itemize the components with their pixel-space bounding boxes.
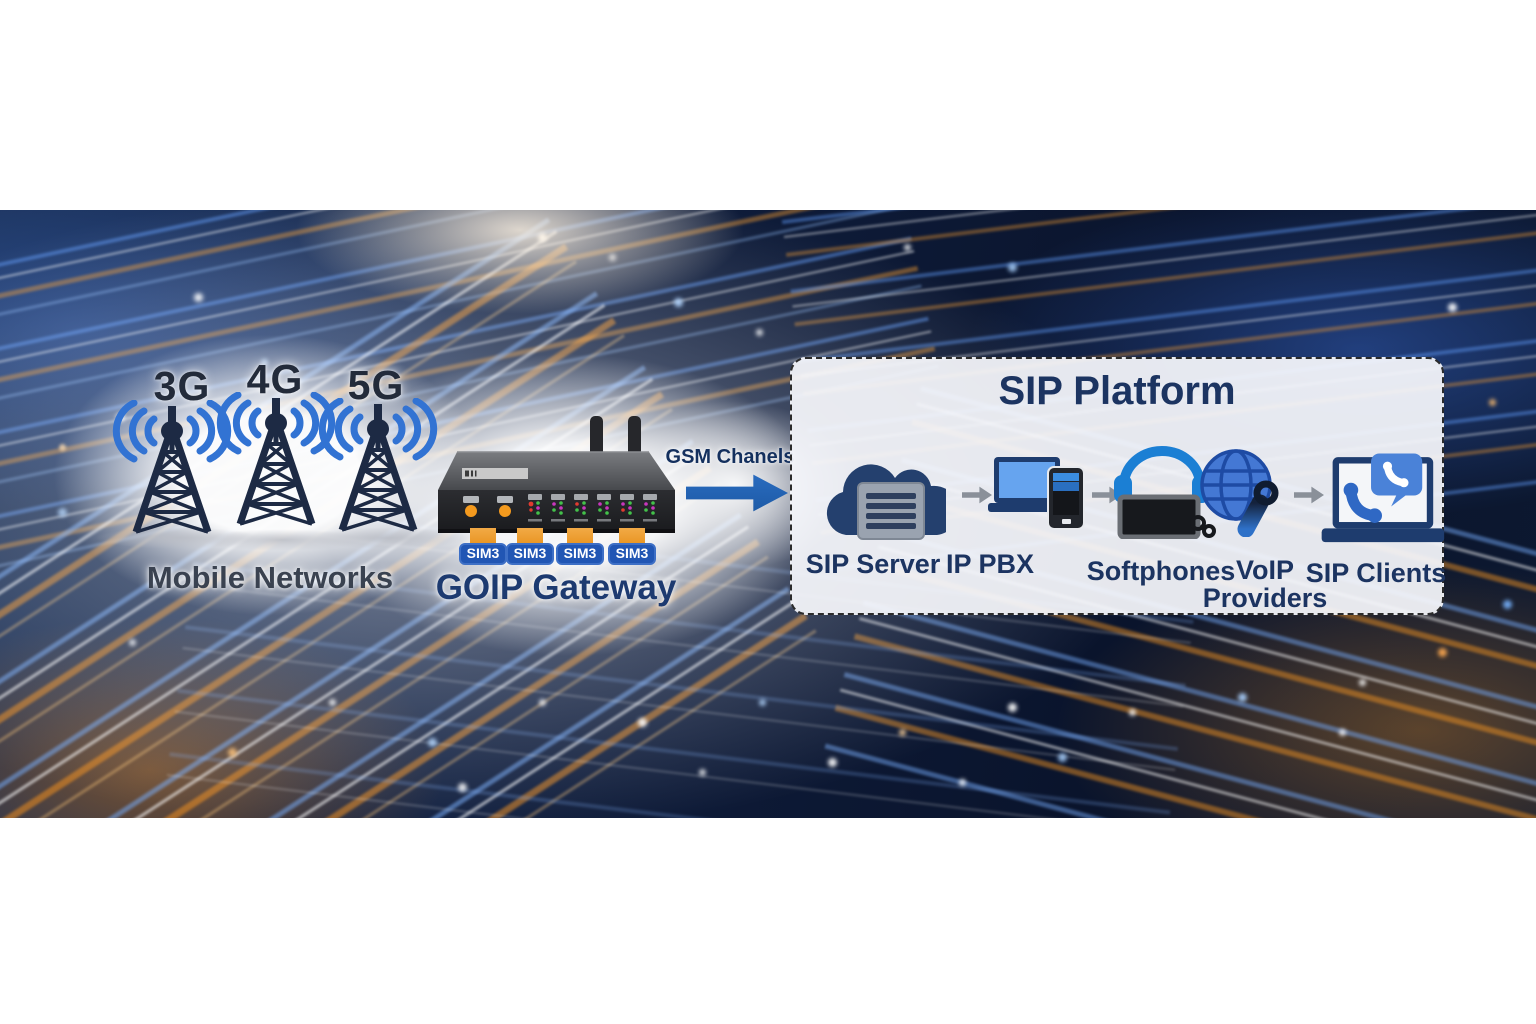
signal-waves-icon	[112, 400, 232, 463]
ip-pbx-label: IP PBX	[945, 549, 1035, 579]
sim-slot-tab	[517, 528, 543, 546]
receiver-icon	[1237, 494, 1269, 537]
goip-gateway-caption: GOIP Gateway	[435, 568, 677, 607]
network-label-5g: 5G	[347, 362, 405, 408]
globe-voip-icon	[1200, 449, 1279, 537]
sip-platform-title: SIP Platform	[998, 369, 1236, 413]
laptop-chat-call-icon	[1321, 453, 1445, 543]
gsm-channels-label: GSM Chanels	[665, 446, 795, 468]
headset-softphone-icon	[1114, 446, 1216, 539]
network-label-4g: 4G	[246, 356, 304, 402]
cell-tower-icon	[216, 392, 336, 526]
signal-waves-icon	[318, 398, 438, 461]
signal-waves-icon	[216, 392, 336, 455]
mobile-networks-caption: Mobile Networks	[146, 560, 394, 595]
goip-device-icon	[438, 416, 675, 533]
sip-clients-label: SIP Clients	[1305, 558, 1447, 588]
sim-badge: SIM3	[506, 543, 554, 565]
sip-platform-box: SIP Platform	[790, 357, 1447, 615]
cell-tower-icon	[318, 398, 438, 532]
sim-badge: SIM3	[459, 543, 507, 565]
laptop-smartphone-icon	[988, 457, 1085, 530]
softphones-label: Softphones	[1086, 556, 1236, 586]
cloud-server-icon	[826, 464, 946, 540]
tower-shadow	[305, 527, 470, 549]
sim-badge: SIM3	[608, 543, 656, 565]
device-label-strip	[462, 468, 528, 479]
gsm-arrow-icon	[686, 474, 788, 512]
sim-slot-tab	[619, 528, 645, 546]
network-label-3g: 3G	[153, 363, 211, 409]
sip-server-label: SIP Server	[805, 549, 941, 579]
voip-providers-label: VoIP Providers	[1202, 555, 1328, 614]
sim-badge: SIM3	[556, 543, 604, 565]
cell-tower-icon	[112, 400, 232, 534]
chat-bubble-icon	[1371, 453, 1423, 496]
sim-slot-tab	[470, 528, 496, 546]
front-panel-leds	[463, 494, 657, 522]
sim-slot-tab	[567, 528, 593, 546]
chain-links-icon	[1190, 515, 1216, 538]
